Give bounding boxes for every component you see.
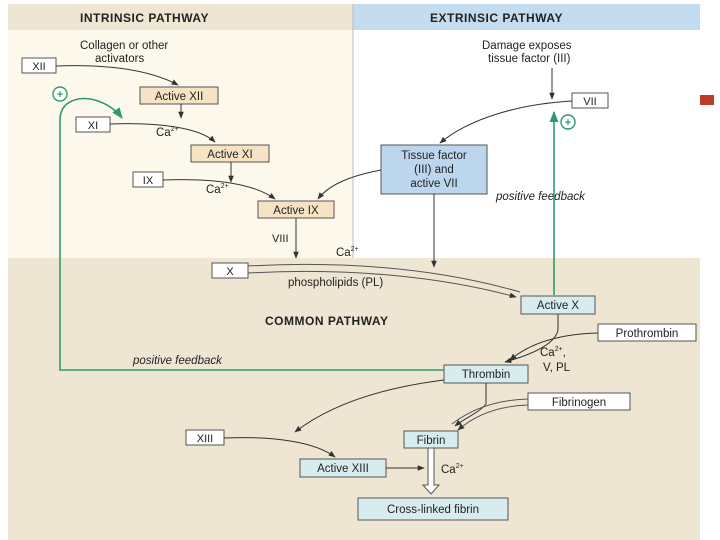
svg-text:Prothrombin: Prothrombin (616, 328, 679, 340)
arrow-fibrinogen-to-fibrin-inner (457, 404, 529, 431)
common-header: COMMON PATHWAY (265, 314, 388, 328)
factor-xii-box: XII (21, 57, 57, 74)
factor-xi-box: XI (75, 116, 111, 133)
arrow-thrombin-to-xiii (294, 379, 445, 433)
common-positive-feedback: positive feedback (132, 355, 223, 367)
svg-text:X: X (226, 266, 234, 278)
tissue-factor-box: Tissue factor (III) and active VII (380, 144, 488, 195)
cross-linked-fibrin-box: Cross-linked fibrin (357, 497, 509, 521)
intrinsic-header: INTRINSIC PATHWAY (80, 11, 209, 25)
svg-text:Active XI: Active XI (207, 149, 252, 161)
collagen-label-line1: Collagen or other (80, 40, 168, 52)
svg-text:IX: IX (143, 175, 154, 187)
active-x-box: Active X (520, 295, 596, 315)
svg-text:VII: VII (583, 96, 596, 108)
svg-text:+: + (57, 89, 63, 101)
damage-label-line2: tissue factor (III) (488, 53, 571, 65)
arrow-xii-to-active-xii (55, 65, 179, 86)
intrinsic-plus-icon: + (52, 86, 68, 102)
svg-text:(III) and: (III) and (414, 164, 454, 176)
extrinsic-header: EXTRINSIC PATHWAY (430, 11, 563, 25)
ca-label-final: Ca2+ (441, 463, 464, 476)
svg-text:Cross-linked fibrin: Cross-linked fibrin (387, 504, 479, 516)
factor-ix-box: IX (132, 171, 164, 188)
extrinsic-region (353, 4, 700, 258)
cofactors-label-line1: Ca2+, (540, 346, 566, 359)
factor-x-box: X (211, 262, 249, 279)
svg-text:XIII: XIII (197, 433, 214, 445)
active-xii-box: Active XII (139, 86, 219, 105)
thrombin-box: Thrombin (443, 364, 529, 384)
arrow-xi-to-active-xi (109, 123, 216, 143)
extrinsic-header-band (353, 4, 700, 30)
arrow-ix-to-active-ix (162, 179, 276, 200)
collagen-label-line2: activators (95, 53, 144, 65)
factor-vii-box: VII (571, 92, 609, 109)
svg-text:XI: XI (88, 120, 98, 132)
svg-text:Fibrinogen: Fibrinogen (552, 397, 606, 409)
svg-text:Active XII: Active XII (155, 91, 204, 103)
prothrombin-box: Prothrombin (597, 323, 697, 342)
damage-label-line1: Damage exposes (482, 40, 572, 52)
arrow-xiii-to-active-xiii (223, 437, 336, 458)
active-xi-box: Active XI (190, 144, 270, 163)
svg-text:active VII: active VII (410, 178, 457, 190)
intrinsic-header-band (8, 4, 353, 30)
svg-text:Active X: Active X (537, 300, 580, 312)
factor-xiii-box: XIII (185, 429, 225, 446)
phospholipids-label: phospholipids (PL) (288, 277, 383, 289)
arrow-prothrombin-to-thrombin (509, 332, 599, 361)
fibrin-box: Fibrin (403, 430, 459, 449)
arrow-tissue-to-active-ix (317, 169, 382, 200)
svg-text:Thrombin: Thrombin (462, 369, 511, 381)
svg-text:Active IX: Active IX (273, 205, 319, 217)
ca-label-xi: Ca2+ (156, 126, 179, 139)
svg-text:Active XIII: Active XIII (317, 463, 369, 475)
svg-text:Fibrin: Fibrin (417, 435, 446, 447)
svg-text:XII: XII (32, 61, 45, 73)
slide-accent-bar (700, 95, 714, 105)
intrinsic-feedback-line (59, 97, 444, 371)
svg-text:Tissue factor: Tissue factor (401, 150, 467, 162)
svg-text:+: + (565, 117, 571, 129)
ca-label-ix: Ca2+ (206, 183, 229, 196)
arrow-x-to-active-x-inner (247, 270, 517, 299)
active-ix-box: Active IX (257, 200, 335, 219)
arrow-fibrinogen-to-fibrin-outer (451, 398, 529, 425)
cofactors-label-line2: V, PL (543, 362, 571, 374)
extrinsic-plus-icon: + (560, 114, 576, 130)
active-xiii-box: Active XIII (299, 458, 387, 478)
factor-viii-label: VIII (272, 233, 289, 245)
arrow-x-to-active-x-outer (247, 263, 521, 293)
arrow-vii-to-tissue (439, 100, 573, 144)
arrow-fibrin-to-crosslinked (421, 447, 441, 495)
ca-label-x: Ca2+ (336, 246, 359, 259)
extrinsic-positive-feedback: positive feedback (495, 191, 586, 203)
fibrinogen-box: Fibrinogen (527, 392, 631, 411)
